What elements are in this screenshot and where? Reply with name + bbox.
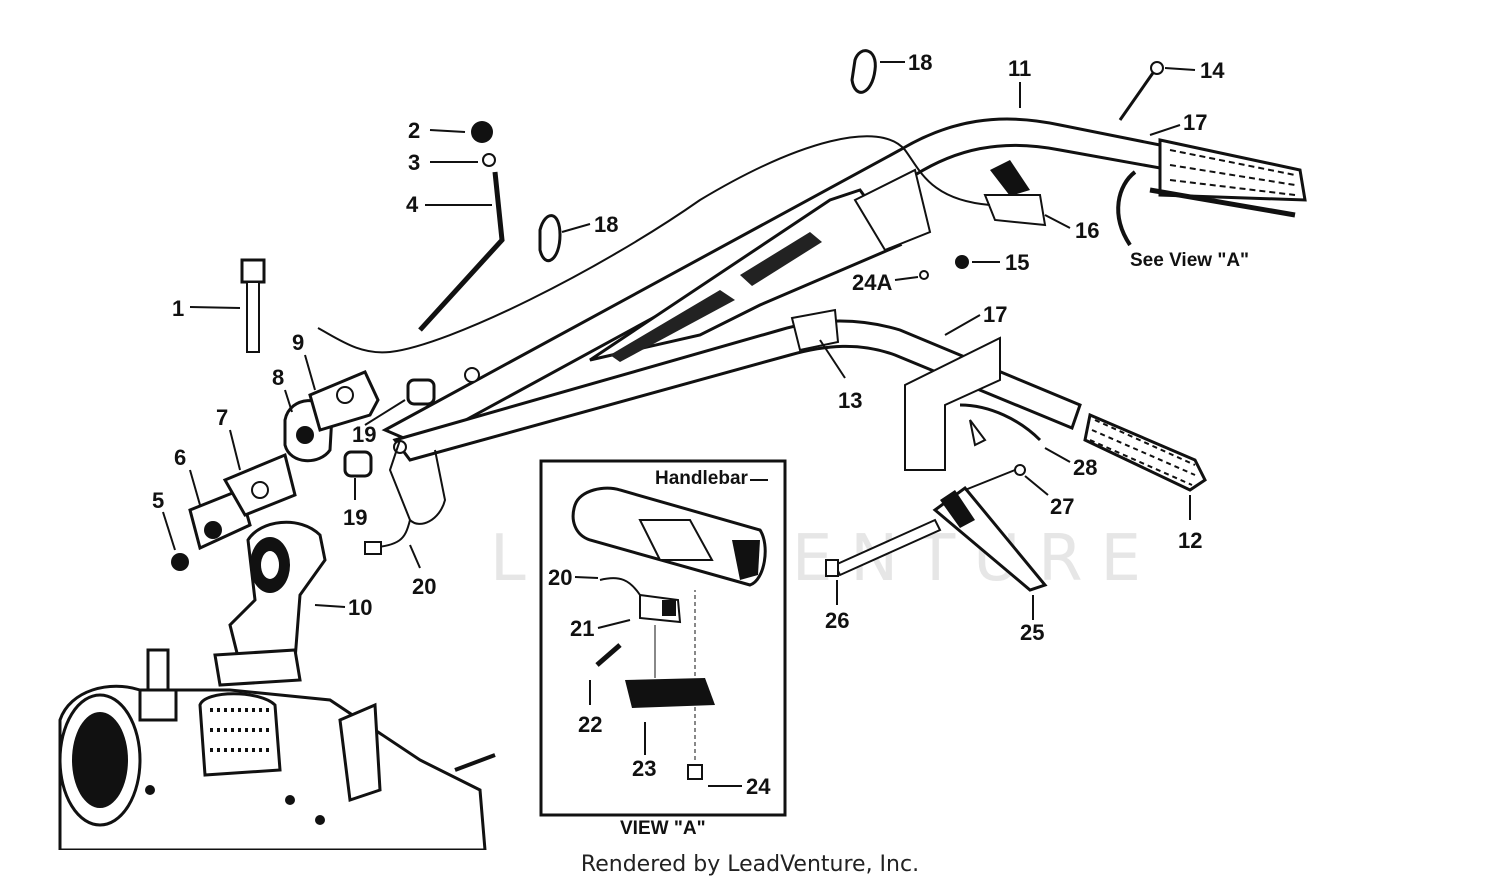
callout-10: 10: [348, 595, 372, 620]
control-clip: [983, 160, 1047, 227]
washer-24a: [919, 270, 929, 280]
bolt-1: [240, 258, 266, 353]
footer-credit: Rendered by LeadVenture, Inc.: [580, 852, 920, 877]
view-a-callout-24: 24: [746, 774, 771, 799]
callout-20: 20: [412, 574, 436, 599]
callout-17-lower: 17: [983, 302, 1007, 327]
callout-13: 13: [838, 388, 862, 413]
washer-27: [1014, 464, 1026, 476]
tiller-body: [58, 648, 496, 850]
cable-tie-18-right: [850, 49, 877, 94]
callout-17-upper: 17: [1183, 110, 1207, 135]
callout-5: 5: [152, 488, 164, 513]
callout-4: 4: [406, 192, 419, 217]
clamp-8-9: [283, 370, 380, 463]
callout-8: 8: [272, 365, 284, 390]
view-a-inset: Handlebar 20 21 22 23 24 VIEW "A": [539, 459, 787, 839]
callout-3: 3: [408, 150, 420, 175]
bushing-19-top: [406, 378, 436, 406]
view-a-handlebar-label: Handlebar: [655, 468, 749, 489]
view-a-callout-21: 21: [570, 616, 594, 641]
callout-19-lower: 19: [343, 505, 367, 530]
view-a-callout-20: 20: [548, 565, 572, 590]
callout-24a: 24A: [852, 270, 892, 295]
see-view-a-label: See View "A": [1130, 250, 1249, 271]
handlebar-assembly: [381, 117, 1162, 462]
callout-15: 15: [1005, 250, 1029, 275]
callout-26: 26: [825, 608, 849, 633]
callout-27: 27: [1050, 494, 1074, 519]
upper-grip: [1149, 138, 1307, 218]
lower-grip: [1083, 412, 1207, 492]
parts-diagram: LEADVENTURE: [58, 49, 1307, 850]
callout-2: 2: [408, 118, 420, 143]
callout-18-left: 18: [594, 212, 618, 237]
callout-16: 16: [1075, 218, 1099, 243]
shift-bracket: [904, 336, 1042, 471]
callout-11: 11: [1008, 56, 1031, 81]
nut-15: [955, 255, 969, 269]
callout-14: 14: [1200, 58, 1225, 83]
leader-lines: [162, 61, 1196, 620]
screw-14: [1118, 61, 1164, 121]
callout-28: 28: [1073, 455, 1097, 480]
nut-5: [171, 553, 189, 571]
view-a-callout-23: 23: [632, 756, 656, 781]
callout-9: 9: [292, 330, 304, 355]
handlebar-column: [213, 520, 327, 687]
clamp-6-7: [188, 452, 297, 551]
callout-18-right: 18: [908, 50, 932, 75]
cable-tie-18-left: [538, 214, 562, 263]
shift-lever: [932, 469, 1048, 592]
bolt-26: [825, 518, 942, 577]
callout-1: 1: [172, 296, 184, 321]
callout-7: 7: [216, 405, 228, 430]
callout-25: 25: [1020, 620, 1044, 645]
callout-19-upper: 19: [352, 422, 376, 447]
view-a-callout-22: 22: [578, 712, 602, 737]
wire-terminal: [364, 541, 382, 555]
view-a-title: VIEW "A": [620, 818, 706, 839]
bushing-19-bottom: [343, 450, 373, 478]
throttle-control: [317, 121, 991, 354]
callout-6: 6: [174, 445, 186, 470]
callout-12: 12: [1178, 528, 1202, 553]
